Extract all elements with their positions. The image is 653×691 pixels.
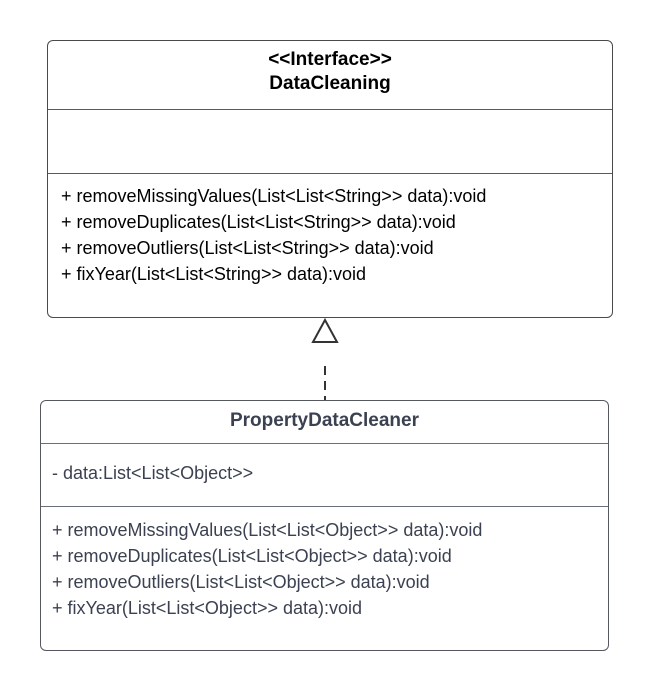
interface-method: + removeOutliers(List<List<String>> data… xyxy=(61,238,434,258)
class-method: + removeOutliers(List<List<Object>> data… xyxy=(52,572,430,592)
interface-method: + removeMissingValues(List<List<String>>… xyxy=(61,186,487,206)
class-header: PropertyDataCleaner xyxy=(41,401,608,444)
class-attribute: - data:List<List<Object>> xyxy=(52,463,254,483)
class-methods-compartment: + removeMissingValues(List<List<Object>>… xyxy=(41,507,608,621)
interface-method: + removeDuplicates(List<List<String>> da… xyxy=(61,212,456,232)
class-method: + fixYear(List<List<Object>> data):void xyxy=(52,598,363,618)
realization-triangle-head xyxy=(311,317,339,343)
interface-methods-compartment: + removeMissingValues(List<List<String>>… xyxy=(48,174,612,287)
implementing-class-box[interactable]: PropertyDataCleaner - data:List<List<Obj… xyxy=(40,400,609,651)
interface-class-box[interactable]: <<Interface>> DataCleaning + removeMissi… xyxy=(47,40,613,318)
class-name: PropertyDataCleaner xyxy=(229,410,420,431)
interface-name: DataCleaning xyxy=(269,73,391,94)
interface-attributes-compartment xyxy=(48,110,612,174)
class-method: + removeMissingValues(List<List<Object>>… xyxy=(52,520,483,540)
interface-method: + fixYear(List<List<String>> data):void xyxy=(61,264,367,284)
interface-stereotype: <<Interface>> xyxy=(268,49,392,70)
class-attributes-compartment: - data:List<List<Object>> xyxy=(41,444,608,507)
interface-header: <<Interface>> DataCleaning xyxy=(48,41,612,110)
class-method: + removeDuplicates(List<List<Object>> da… xyxy=(52,546,452,566)
